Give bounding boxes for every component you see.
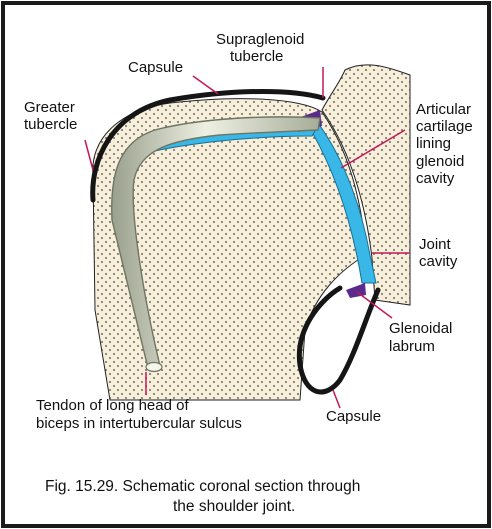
- label-capsule-bottom: Capsule: [326, 408, 381, 425]
- label-joint-cavity: Joint cavity: [419, 236, 458, 270]
- label-capsule-top: Capsule: [128, 59, 183, 76]
- label-greater-tubercle: Greater tubercle: [24, 99, 79, 133]
- tendon-cut-end: [146, 363, 162, 372]
